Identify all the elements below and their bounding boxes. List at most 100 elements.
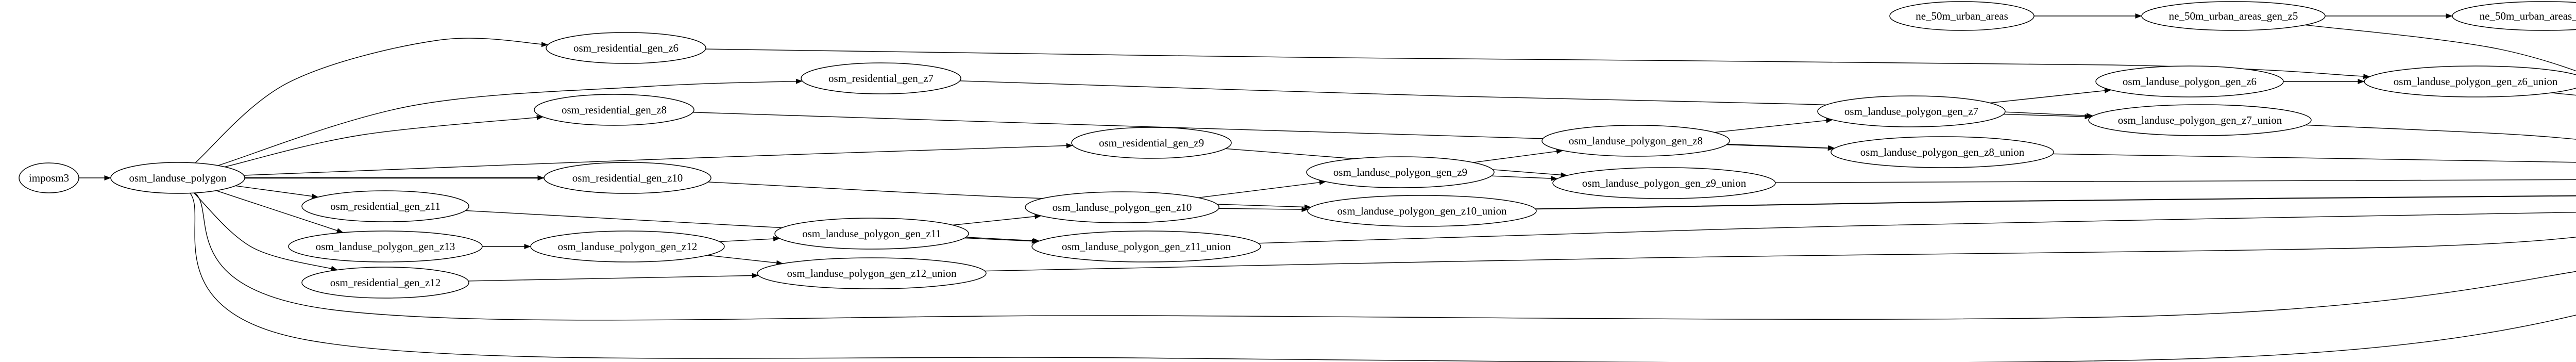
edge-osm_landuse_polygon-to-osm_landuse_polygon_gen_z13 <box>216 190 344 233</box>
osm_residential_gen_z8-label: osm_residential_gen_z8 <box>562 104 667 116</box>
edge-osm_residential_gen_z10-to-osm_landuse_polygon_gen_z10_union <box>708 182 1311 210</box>
node-osm_landuse_polygon_gen_z11: osm_landuse_polygon_gen_z11 <box>774 218 969 250</box>
node-ne_50m_urban_areas_gen_z5: ne_50m_urban_areas_gen_z5 <box>2141 1 2326 31</box>
edge-osm_landuse_polygon-to-osm_residential_gen_z11 <box>235 185 319 199</box>
edge-osm_landuse_polygon_gen_z12-to-osm_landuse_polygon_gen_z12_union <box>707 255 784 266</box>
osm_landuse_polygon_gen_z9-ellipse <box>1306 156 1495 188</box>
node-osm_landuse_polygon_gen_z12: osm_landuse_polygon_gen_z12 <box>530 231 725 262</box>
edge-osm_landuse_polygon-to-osm_residential_gen_z12 <box>193 192 338 271</box>
edge-osm_residential_gen_z12-to-osm_landuse_polygon_gen_z12_union <box>468 273 759 282</box>
osm_landuse_polygon_gen_z10-label: osm_landuse_polygon_gen_z10 <box>1053 201 1192 213</box>
node-layer: imposm3 osm_landuse_polygon osm_residentia… <box>19 1 2576 299</box>
osm_residential_gen_z10-ellipse <box>544 162 711 194</box>
osm_landuse_polygon_gen_z6-label: osm_landuse_polygon_gen_z6 <box>2123 75 2257 88</box>
edge-osm_landuse_polygon_gen_z11-to-osm_landuse_polygon_gen_z11_union <box>964 237 1039 244</box>
node-ne_50m_urban_areas_gen_z4: ne_50m_urban_areas_gen_z4 <box>2452 1 2576 31</box>
osm_residential_gen_z6-label: osm_residential_gen_z6 <box>573 42 679 54</box>
edge-layer <box>79 13 2576 362</box>
osm_residential_gen_z11-label: osm_residential_gen_z11 <box>330 200 440 212</box>
edge-ne_50m_urban_areas_gen_z5-to-layer-landuse-z5 <box>2305 24 2576 72</box>
osm_residential_gen_z7-label: osm_residential_gen_z7 <box>828 72 934 85</box>
osm_landuse_polygon_gen_z7_union-ellipse <box>2088 104 2312 136</box>
osm_landuse_polygon_gen_z9_union-ellipse <box>1552 167 1776 199</box>
ne_50m_urban_areas_gen_z4-ellipse <box>2452 1 2576 31</box>
osm_residential_gen_z8-ellipse <box>534 94 694 126</box>
osm_landuse_polygon_gen_z13-ellipse <box>288 231 483 262</box>
osm_residential_gen_z6-ellipse <box>546 32 706 64</box>
ne_50m_urban_areas_gen_z5-ellipse <box>2141 1 2326 31</box>
ne_50m_urban_areas_gen_z4-label: ne_50m_urban_areas_gen_z4 <box>2480 10 2576 22</box>
node-imposm3: imposm3 <box>19 162 79 193</box>
osm_landuse_polygon_gen_z10-ellipse <box>1025 191 1219 223</box>
osm_landuse_polygon_gen_z10_union-label: osm_landuse_polygon_gen_z10_union <box>1337 205 1507 217</box>
edge-osm_landuse_polygon-to-layer-landuse-z14+ <box>190 193 2576 362</box>
imposm3-ellipse <box>19 162 79 193</box>
edge-osm_landuse_polygon_gen_z8_union-to-layer-landuse-z8 <box>2053 153 2576 163</box>
osm_residential_gen_z9-ellipse <box>1071 127 1232 159</box>
imposm3-label: imposm3 <box>29 172 69 184</box>
osm_landuse_polygon_gen_z6-ellipse <box>2095 65 2284 97</box>
node-osm_residential_gen_z7: osm_residential_gen_z7 <box>801 62 961 94</box>
edge-osm_landuse_polygon_gen_z6_union-to-layer-landuse-z6 <box>2551 92 2576 96</box>
osm_residential_gen_z9-label: osm_residential_gen_z9 <box>1099 137 1204 149</box>
osm_landuse_polygon_gen_z12-ellipse <box>530 231 725 262</box>
edge-osm_landuse_polygon-to-osm_residential_gen_z8 <box>225 114 544 168</box>
edge-osm_landuse_polygon_gen_z12_union-to-layer-landuse-z12 <box>985 237 2576 272</box>
osm_landuse_polygon_gen_z11_union-label: osm_landuse_polygon_gen_z11_union <box>1062 240 1231 253</box>
edge-osm_residential_gen_z11-to-osm_landuse_polygon_gen_z11_union <box>465 210 1040 243</box>
osm_landuse_polygon_gen_z13-label: osm_landuse_polygon_gen_z13 <box>316 240 455 253</box>
node-osm_landuse_polygon_gen_z6_union: osm_landuse_polygon_gen_z6_union <box>2364 65 2576 97</box>
edge-osm_landuse_polygon_gen_z7-to-osm_landuse_polygon_gen_z7_union <box>2003 113 2092 120</box>
node-ne_50m_urban_areas: ne_50m_urban_areas <box>1889 1 2035 31</box>
osm_residential_gen_z12-ellipse <box>301 267 469 299</box>
osm_residential_gen_z7-ellipse <box>801 62 961 94</box>
osm_landuse_polygon_gen_z7-ellipse <box>1817 95 2006 127</box>
osm_landuse_polygon_gen_z8_union-label: osm_landuse_polygon_gen_z8_union <box>1860 146 2025 158</box>
osm_landuse_polygon_gen_z10_union-ellipse <box>1307 195 1537 227</box>
osm_residential_gen_z12-label: osm_residential_gen_z12 <box>330 276 441 289</box>
node-osm_residential_gen_z8: osm_residential_gen_z8 <box>534 94 694 126</box>
node-osm_landuse_polygon_gen_z7_union: osm_landuse_polygon_gen_z7_union <box>2088 104 2312 136</box>
edge-osm_landuse_polygon_gen_z11_union-to-layer-landuse-z11 <box>1258 211 2576 244</box>
node-osm_landuse_polygon_gen_z11_union: osm_landuse_polygon_gen_z11_union <box>1031 231 1261 262</box>
osm_landuse_polygon-label: osm_landuse_polygon <box>129 172 227 184</box>
edge-osm_landuse_polygon_gen_z10-to-osm_landuse_polygon_gen_z9 <box>1198 179 1326 199</box>
ne_50m_urban_areas_gen_z5-label: ne_50m_urban_areas_gen_z5 <box>2169 10 2298 22</box>
edge-osm_landuse_polygon_gen_z11-to-osm_landuse_polygon_gen_z10 <box>953 213 1042 226</box>
edge-osm_landuse_polygon_gen_z7_union-to-layer-landuse-z7 <box>2305 124 2576 140</box>
edge-osm_landuse_polygon_gen_z8-to-osm_landuse_polygon_gen_z7 <box>1714 118 1833 133</box>
osm_landuse_polygon_gen_z9_union-label: osm_landuse_polygon_gen_z9_union <box>1582 177 1747 189</box>
node-osm_residential_gen_z9: osm_residential_gen_z9 <box>1071 127 1232 159</box>
node-osm_landuse_polygon_gen_z6: osm_landuse_polygon_gen_z6 <box>2095 65 2284 97</box>
node-osm_landuse_polygon_gen_z13: osm_landuse_polygon_gen_z13 <box>288 231 483 262</box>
osm_landuse_polygon_gen_z7-label: osm_landuse_polygon_gen_z7 <box>1844 105 1978 118</box>
node-osm_landuse_polygon_gen_z9: osm_landuse_polygon_gen_z9 <box>1306 156 1495 188</box>
osm_residential_gen_z11-ellipse <box>301 190 469 222</box>
node-osm_landuse_polygon_gen_z10: osm_landuse_polygon_gen_z10 <box>1025 191 1219 223</box>
edge-osm_landuse_polygon_gen_z7-to-osm_landuse_polygon_gen_z6 <box>1990 88 2111 104</box>
osm_landuse_polygon_gen_z8-label: osm_landuse_polygon_gen_z8 <box>1569 135 1703 147</box>
node-osm_residential_gen_z6: osm_residential_gen_z6 <box>546 32 706 64</box>
osm_landuse_polygon_gen_z12_union-label: osm_landuse_polygon_gen_z12_union <box>787 267 957 279</box>
node-osm_residential_gen_z12: osm_residential_gen_z12 <box>301 267 469 299</box>
osm_residential_gen_z10-label: osm_residential_gen_z10 <box>572 172 683 184</box>
edge-osm_landuse_polygon_gen_z10_union-to-layer-landuse-z10 <box>1535 195 2576 210</box>
osm_landuse_polygon_gen_z6_union-label: osm_landuse_polygon_gen_z6_union <box>2394 75 2558 88</box>
node-osm_landuse_polygon_gen_z7: osm_landuse_polygon_gen_z7 <box>1817 95 2006 127</box>
osm_landuse_polygon_gen_z11-label: osm_landuse_polygon_gen_z11 <box>802 227 941 240</box>
edge-osm_landuse_polygon_gen_z9-to-osm_landuse_polygon_gen_z8 <box>1473 149 1564 163</box>
osm_landuse_polygon_gen_z9-label: osm_landuse_polygon_gen_z9 <box>1333 166 1467 178</box>
edge-osm_landuse_polygon_gen_z12-to-osm_landuse_polygon_gen_z11 <box>719 236 780 242</box>
node-osm_residential_gen_z10: osm_residential_gen_z10 <box>544 162 711 194</box>
node-osm_landuse_polygon_gen_z8: osm_landuse_polygon_gen_z8 <box>1541 125 1730 157</box>
edge-osm_landuse_polygon_gen_z9-to-osm_landuse_polygon_gen_z9_union <box>1491 175 1558 181</box>
osm_landuse_polygon_gen_z8-ellipse <box>1541 125 1730 157</box>
edge-osm_landuse_polygon-to-osm_residential_gen_z7 <box>217 78 803 166</box>
ne_50m_urban_areas-label: ne_50m_urban_areas <box>1916 10 2008 22</box>
osm_landuse_polygon_gen_z7_union-label: osm_landuse_polygon_gen_z7_union <box>2118 114 2282 126</box>
node-osm_landuse_polygon_gen_z8_union: osm_landuse_polygon_gen_z8_union <box>1831 136 2054 168</box>
osm_landuse_polygon-ellipse <box>110 162 245 194</box>
node-osm_landuse_polygon_gen_z10_union: osm_landuse_polygon_gen_z10_union <box>1307 195 1537 227</box>
